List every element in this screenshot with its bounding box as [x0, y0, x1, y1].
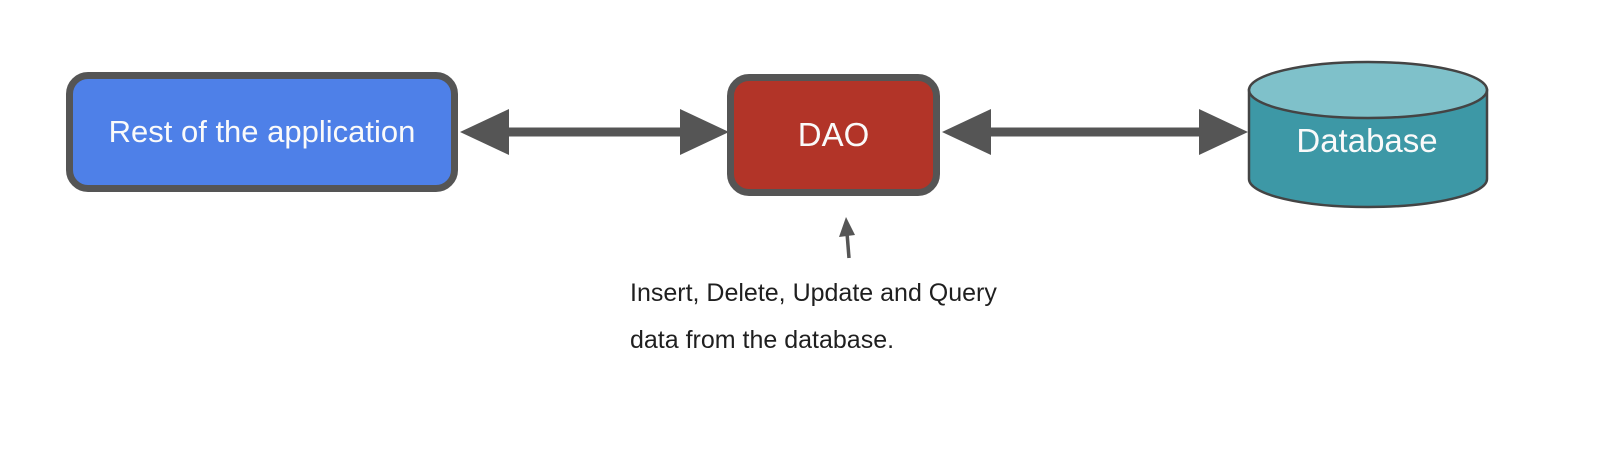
annotation-arrow: [839, 217, 855, 259]
node-rest-of-application: Rest of the application: [66, 72, 458, 192]
arrowhead-right-icon: [1199, 109, 1248, 155]
annotation-text: Insert, Delete, Update and Query data fr…: [630, 270, 997, 364]
arrow-dao-database: [942, 109, 1248, 155]
annotation-line-1: Insert, Delete, Update and Query: [630, 279, 997, 307]
annotation-line-2: data from the database.: [630, 326, 895, 354]
database-cylinder-icon: [1247, 60, 1489, 209]
arrowhead-left-icon: [942, 109, 991, 155]
arrowhead-right-icon: [680, 109, 729, 155]
annotation-arrowhead-icon: [839, 217, 855, 237]
annotation-arrow-shaft: [845, 232, 851, 259]
node-database-label: Database: [1248, 122, 1486, 160]
node-dao: DAO: [727, 74, 940, 196]
arrowhead-left-icon: [460, 109, 509, 155]
cylinder-top: [1247, 60, 1489, 120]
cylinder-body: [1247, 88, 1489, 209]
arrow-app-dao: [460, 109, 729, 155]
node-rest-of-application-label: Rest of the application: [108, 114, 416, 149]
node-dao-label: DAO: [797, 116, 870, 153]
node-database-label-text: Database: [1296, 122, 1438, 159]
